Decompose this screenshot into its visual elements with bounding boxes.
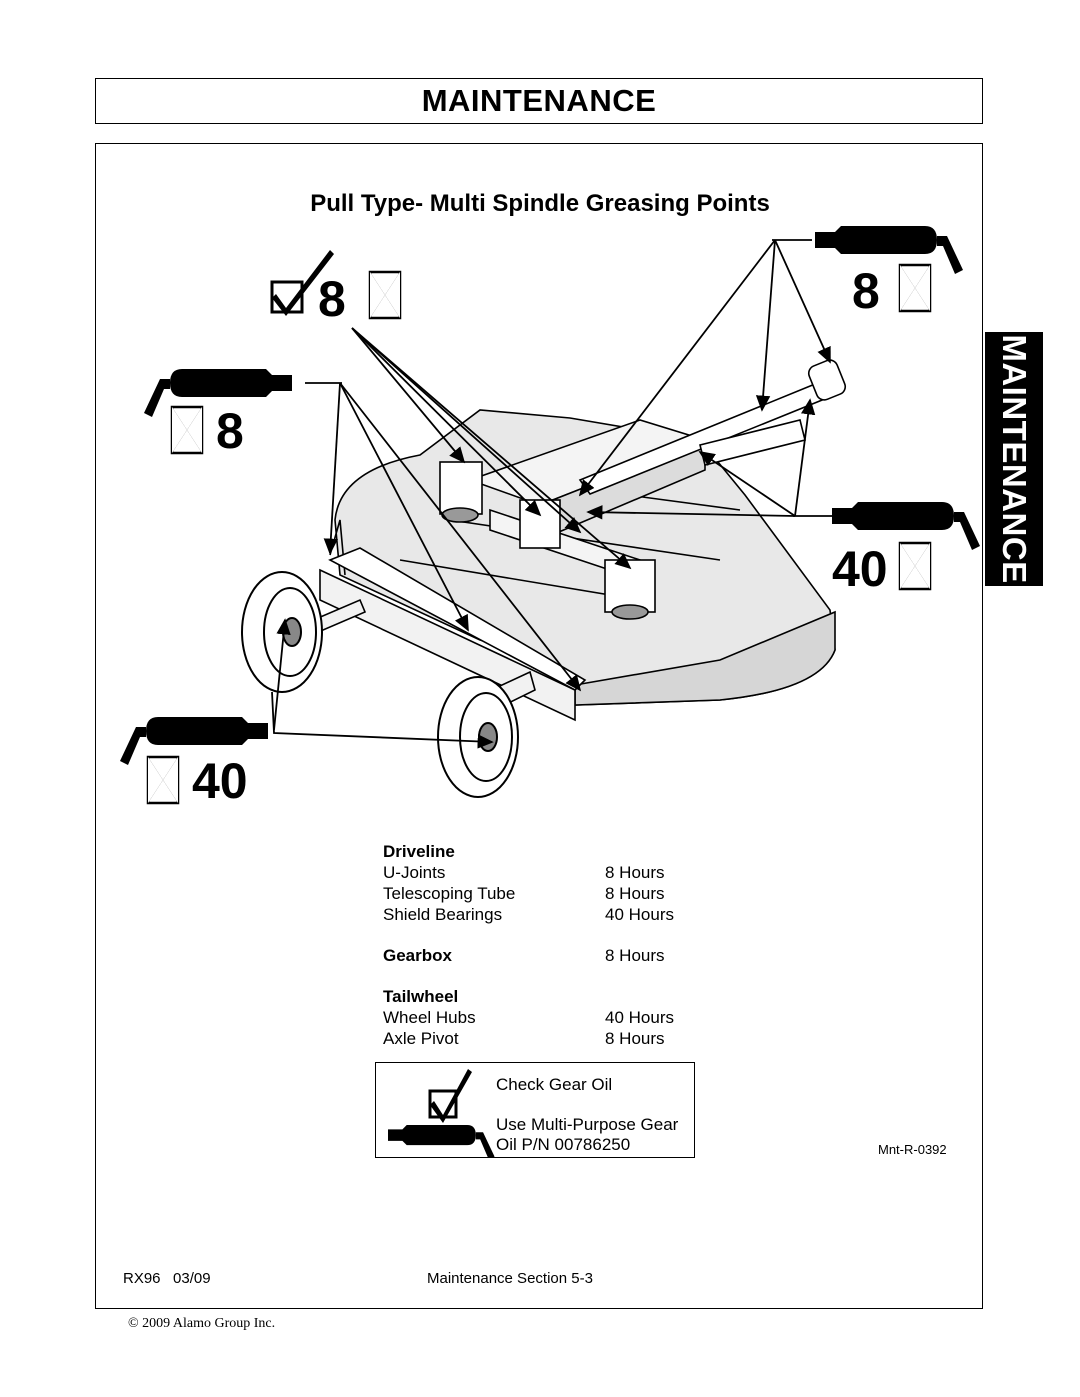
gearbox-heading: Gearbox [383,946,452,965]
schedule-item: U-Joints [383,863,446,882]
footer-model: RX96 03/09 [123,1270,211,1287]
figure-code: Mnt-R-0392 [878,1142,947,1157]
schedule-row: Axle Pivot 8 Hours [383,1028,674,1049]
schedule-row: Telescoping Tube 8 Hours [383,883,674,904]
page-title: MAINTENANCE [421,83,657,118]
legend-grease-line2: Oil P/N 00786250 [496,1135,631,1154]
legend-check-label: Check Gear Oil [496,1075,613,1094]
schedule-item: Telescoping Tube [383,884,516,903]
driveline-heading: Driveline [383,842,455,861]
pointer-arrows [271,239,831,749]
header-box: MAINTENANCE [95,78,983,124]
schedule-row: Wheel Hubs 40 Hours [383,1007,674,1028]
content-frame [95,143,983,1309]
legend-icons [388,1069,495,1157]
figure-title: Pull Type- Multi Spindle Greasing Points [310,190,770,217]
callout-right-number: 40 [832,541,888,597]
gearbox-frame [439,419,708,620]
hourglass-icon [170,405,204,455]
callout-left-number: 8 [216,403,244,459]
schedule-row: Shield Bearings 40 Hours [383,904,674,925]
callout-top-right-number: 8 [852,263,880,319]
schedule-item: Axle Pivot [383,1029,459,1048]
hourglass-icon [898,541,932,591]
copyright: © 2009 Alamo Group Inc. [128,1316,276,1331]
callout-bottom-left-number: 40 [192,753,248,809]
schedule-interval: 8 Hours [605,946,665,965]
schedule-row: Gearbox 8 Hours [383,945,674,966]
hourglass-icon [368,270,402,320]
schedule-interval: 40 Hours [605,905,674,924]
schedule-item: Shield Bearings [383,905,503,924]
check-box-icon [428,1069,472,1123]
schedule-interval: 8 Hours [605,1029,665,1048]
legend-grease-line1: Use Multi-Purpose Gear [496,1115,679,1134]
footer-section: Maintenance Section 5-3 [427,1270,593,1287]
callout-top-left-number: 8 [318,271,346,327]
left-wheel [241,571,323,693]
grease-gun-icon [388,1125,495,1157]
legend-box: Check Gear Oil Use Multi-Purpose Gear Oi… [375,1062,695,1158]
tailwheel-heading: Tailwheel [383,987,459,1006]
schedule-interval: 8 Hours [605,863,665,882]
check-box-icon [270,250,334,316]
hourglass-icon [146,755,180,805]
section-side-tab: MAINTENANCE [985,332,1043,586]
schedule-row: U-Joints 8 Hours [383,862,674,883]
schedule-interval: 8 Hours [605,884,665,903]
schedule-interval: 40 Hours [605,1008,674,1027]
hourglass-icon [898,263,932,313]
lubrication-schedule: Driveline U-Joints 8 Hours Telescoping T… [383,841,674,1049]
grease-gun-icon [815,226,963,274]
schedule-item: Wheel Hubs [383,1008,476,1027]
right-wheel [437,676,519,798]
